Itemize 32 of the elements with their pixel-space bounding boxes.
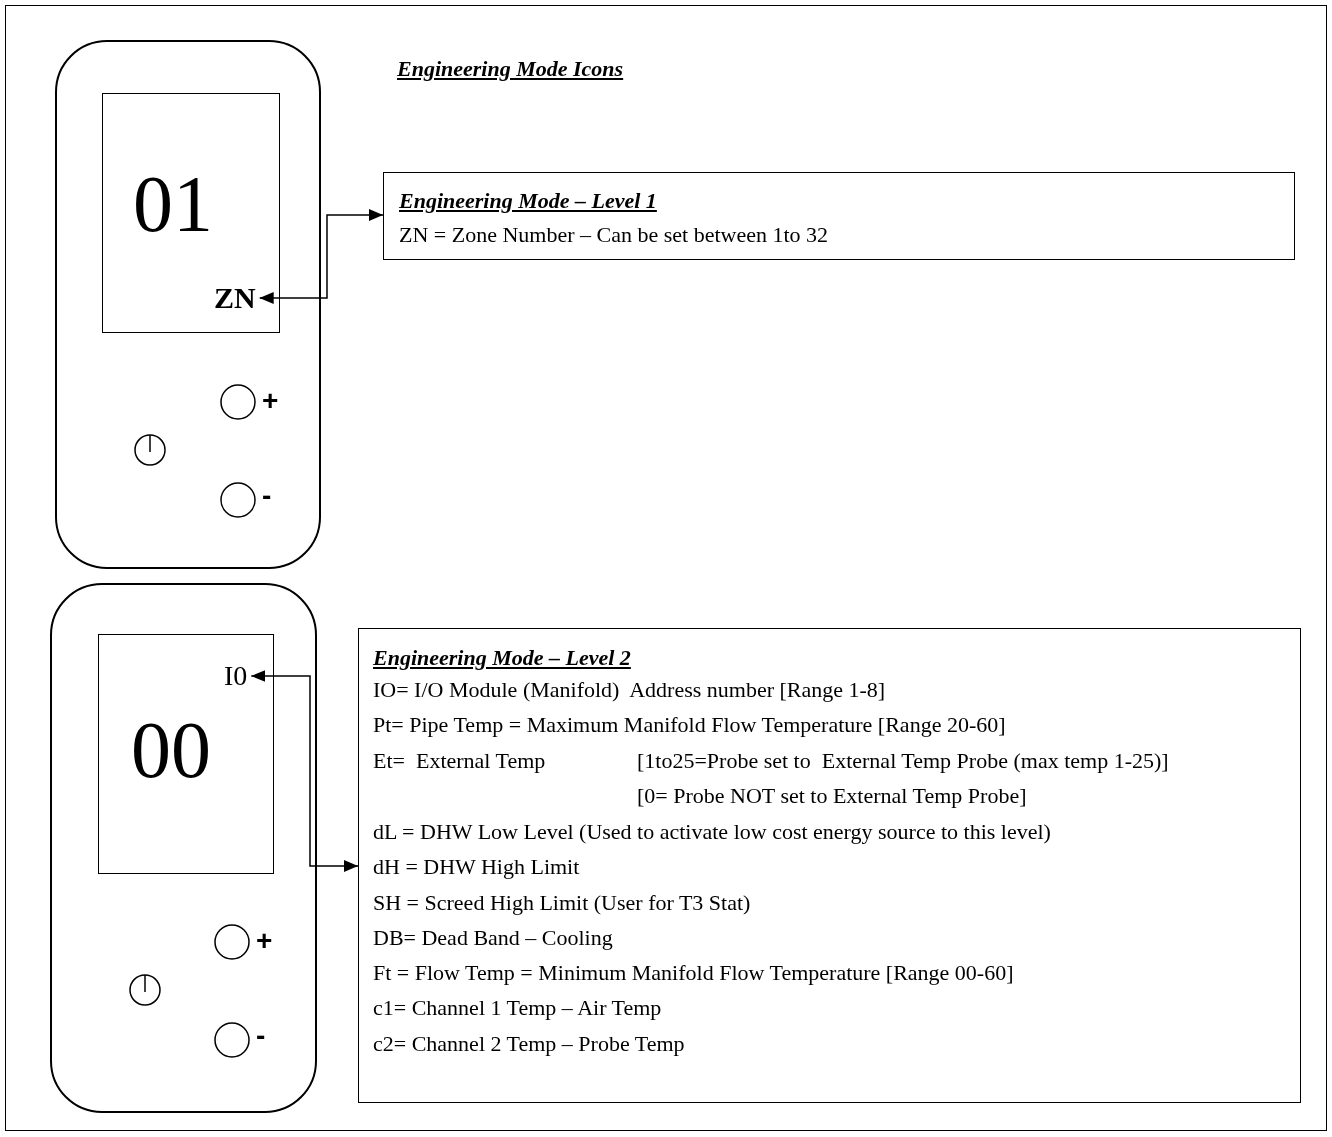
definition-panel bbox=[383, 172, 1295, 260]
definition-text: c2= Channel 2 Temp – Probe Temp bbox=[373, 1031, 685, 1057]
thermostat-outline bbox=[55, 40, 321, 569]
display-screen bbox=[98, 634, 274, 874]
button-sign: + bbox=[256, 925, 273, 957]
definition-text: dH = DHW High Limit bbox=[373, 854, 580, 880]
diagram-title: Engineering Mode Icons bbox=[397, 56, 624, 82]
button-sign: - bbox=[256, 1020, 266, 1052]
definition-text: ZN = Zone Number – Can be set between 1to 32 bbox=[399, 222, 829, 248]
display-digits: 00 bbox=[131, 710, 211, 790]
definition-text: IO= I/O Module (Manifold) Address number [Range 1-8] bbox=[373, 677, 886, 703]
display-digits: 01 bbox=[133, 164, 213, 244]
definition-text: Pt= Pipe Temp = Maximum Manifold Flow Temperature [Range 20-60] bbox=[373, 712, 1006, 738]
display-code: ZN bbox=[214, 283, 256, 313]
definition-text: dL = DHW Low Level (Used to activate low cost energy source to this level) bbox=[373, 819, 1051, 845]
button-sign: - bbox=[262, 480, 272, 512]
definition-text: DB= Dead Band – Cooling bbox=[373, 925, 613, 951]
definition-text: Et= External Temp bbox=[373, 748, 546, 774]
display-code: I0 bbox=[224, 662, 248, 690]
definition-text: Ft = Flow Temp = Minimum Manifold Flow Temperature [Range 00-60] bbox=[373, 960, 1014, 986]
definition-text: [1to25=Probe set to External Temp Probe (max temp 1-25)] bbox=[637, 748, 1169, 774]
definition-text: SH = Screed High Limit (User for T3 Stat) bbox=[373, 890, 751, 916]
definition-text: [0= Probe NOT set to External Temp Probe] bbox=[637, 783, 1027, 809]
thermostat-outline bbox=[50, 583, 317, 1113]
definition-text: c1= Channel 1 Temp – Air Temp bbox=[373, 995, 662, 1021]
button-sign: + bbox=[262, 385, 279, 417]
section-heading: Engineering Mode – Level 2 bbox=[373, 645, 631, 671]
display-screen bbox=[102, 93, 280, 333]
connector-arrow bbox=[258, 209, 384, 304]
section-heading: Engineering Mode – Level 1 bbox=[399, 188, 657, 214]
connector-arrow bbox=[250, 670, 359, 872]
definition-panel bbox=[358, 628, 1301, 1103]
